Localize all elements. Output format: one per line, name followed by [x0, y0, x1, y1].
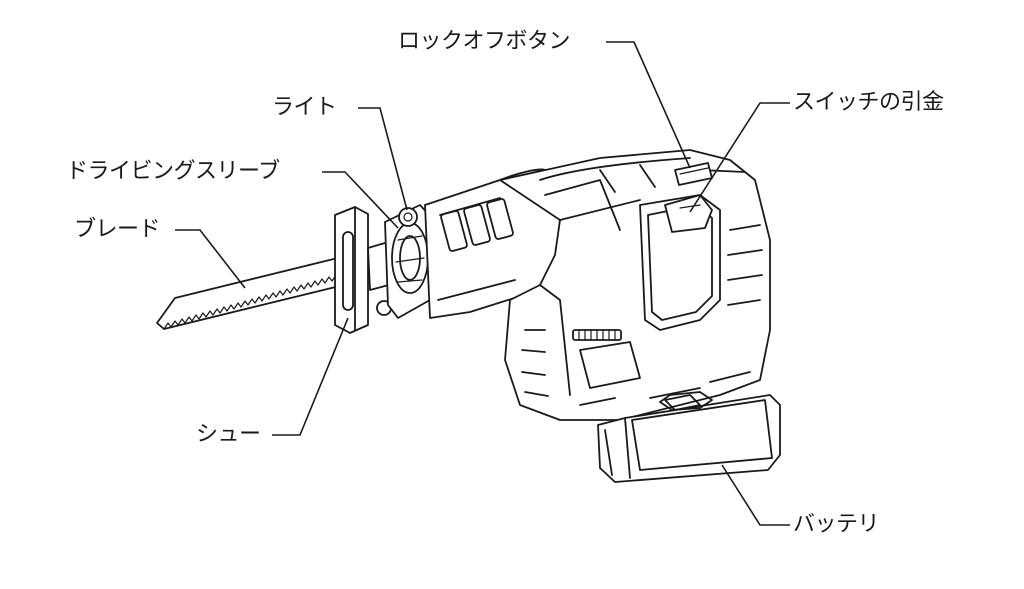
blade-part: [156, 254, 353, 330]
label-shoe: シュー: [196, 422, 261, 447]
battery-part: [597, 391, 781, 483]
leader-switch-trigger: [689, 102, 790, 213]
leader-blade: [175, 229, 246, 289]
leader-lines: [175, 41, 790, 526]
label-lock-off-button: ロックオフボタン: [398, 29, 571, 54]
label-battery: バッテリ: [793, 512, 880, 537]
label-light: ライト: [272, 95, 337, 120]
leader-battery: [721, 464, 790, 526]
shoe-part: [334, 206, 392, 334]
label-switch-trigger: スイッチの引金: [793, 90, 944, 115]
driving-sleeve-part: [367, 204, 433, 319]
leader-light: [358, 107, 408, 211]
switch-trigger-part: [664, 194, 713, 233]
leader-lock-off-button: [606, 41, 691, 169]
label-blade: ブレード: [74, 217, 161, 242]
leader-driving-sleeve: [322, 171, 399, 229]
label-driving-sleeve: ドライビングスリーブ: [66, 159, 280, 184]
main-body: [499, 149, 771, 421]
leader-shoe: [272, 317, 349, 436]
